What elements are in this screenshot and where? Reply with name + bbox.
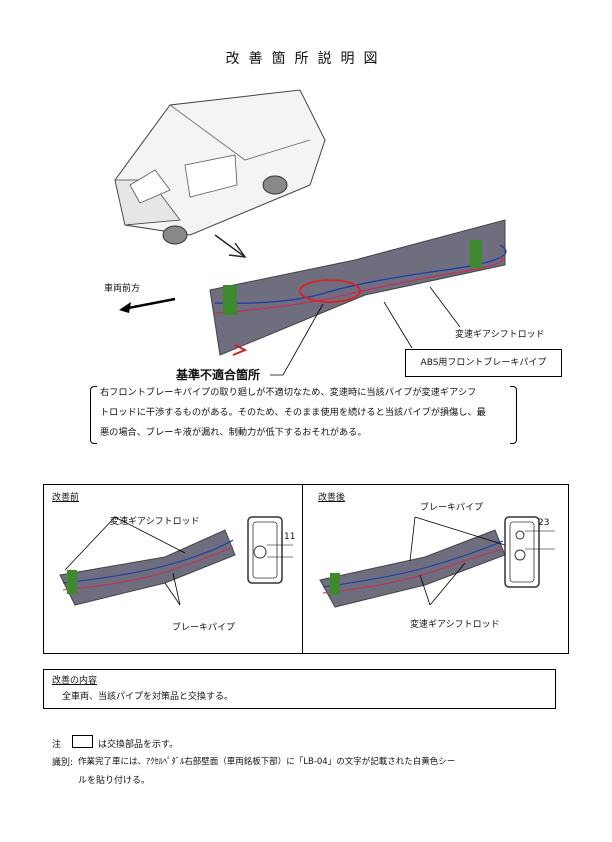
description: 右フロントブレーキパイプの取り廻しが不適切なため、変速時に当該パイプが変速ギアシ…: [100, 387, 486, 438]
replacement-part-marker: [72, 735, 93, 748]
improvement-box: 改善の内容 全車両、当該パイプを対策品と交換する。: [43, 669, 556, 709]
page-title: 改善箇所説明図: [225, 51, 387, 67]
ident-line-2: ルを貼り付ける。: [78, 776, 151, 786]
abs-pipe-label: ABS用フロントブレーキパイプ: [405, 349, 562, 377]
brake-pipe-line: [214, 256, 504, 314]
after-brake-pipe-label: ブレーキパイプ: [420, 503, 484, 513]
before-dimension: 11: [284, 532, 296, 542]
after-dimension: 23: [538, 518, 550, 528]
ident-line-1: 作業完了車には、ｱｸｾﾙﾍﾟﾀﾞﾙ右部壁面（車両銘板下部）に「LB-04」の文字…: [78, 757, 456, 767]
defect-location-label: 基準不適合箇所: [176, 368, 261, 382]
van-illustration: [114, 89, 326, 258]
before-illustration: [59, 516, 293, 606]
ident-label: 識別:: [52, 758, 74, 768]
after-panel: [302, 484, 569, 654]
front-direction-label: 車両前方: [104, 284, 141, 294]
description-bracket-right: [510, 386, 517, 444]
description-bracket-left: [90, 386, 97, 444]
frame-illustration: [209, 219, 507, 356]
note-label: 注: [52, 740, 62, 750]
right-bracket: [470, 240, 482, 268]
after-heading: 改善後: [318, 493, 346, 503]
front-direction-arrow: [119, 297, 176, 313]
before-heading: 改善前: [52, 493, 80, 503]
before-shift-rod-label: 変速ギアシフトロッド: [110, 517, 200, 527]
after-illustration: [319, 516, 555, 608]
shift-rod-label: 変速ギアシフトロッド: [455, 330, 545, 340]
after-shift-rod-label: 変速ギアシフトロッド: [410, 620, 500, 630]
shift-rod-line: [214, 244, 507, 304]
left-bracket: [223, 285, 237, 315]
improvement-heading: 改善の内容: [52, 676, 98, 686]
zoom-arrow: [214, 234, 247, 258]
improvement-text: 全車両、当該パイプを対策品と交換する。: [62, 692, 234, 702]
before-brake-pipe-label: ブレーキパイプ: [172, 623, 236, 633]
defect-circle: [299, 279, 361, 303]
note-text: は交換部品を示す。: [98, 740, 179, 750]
